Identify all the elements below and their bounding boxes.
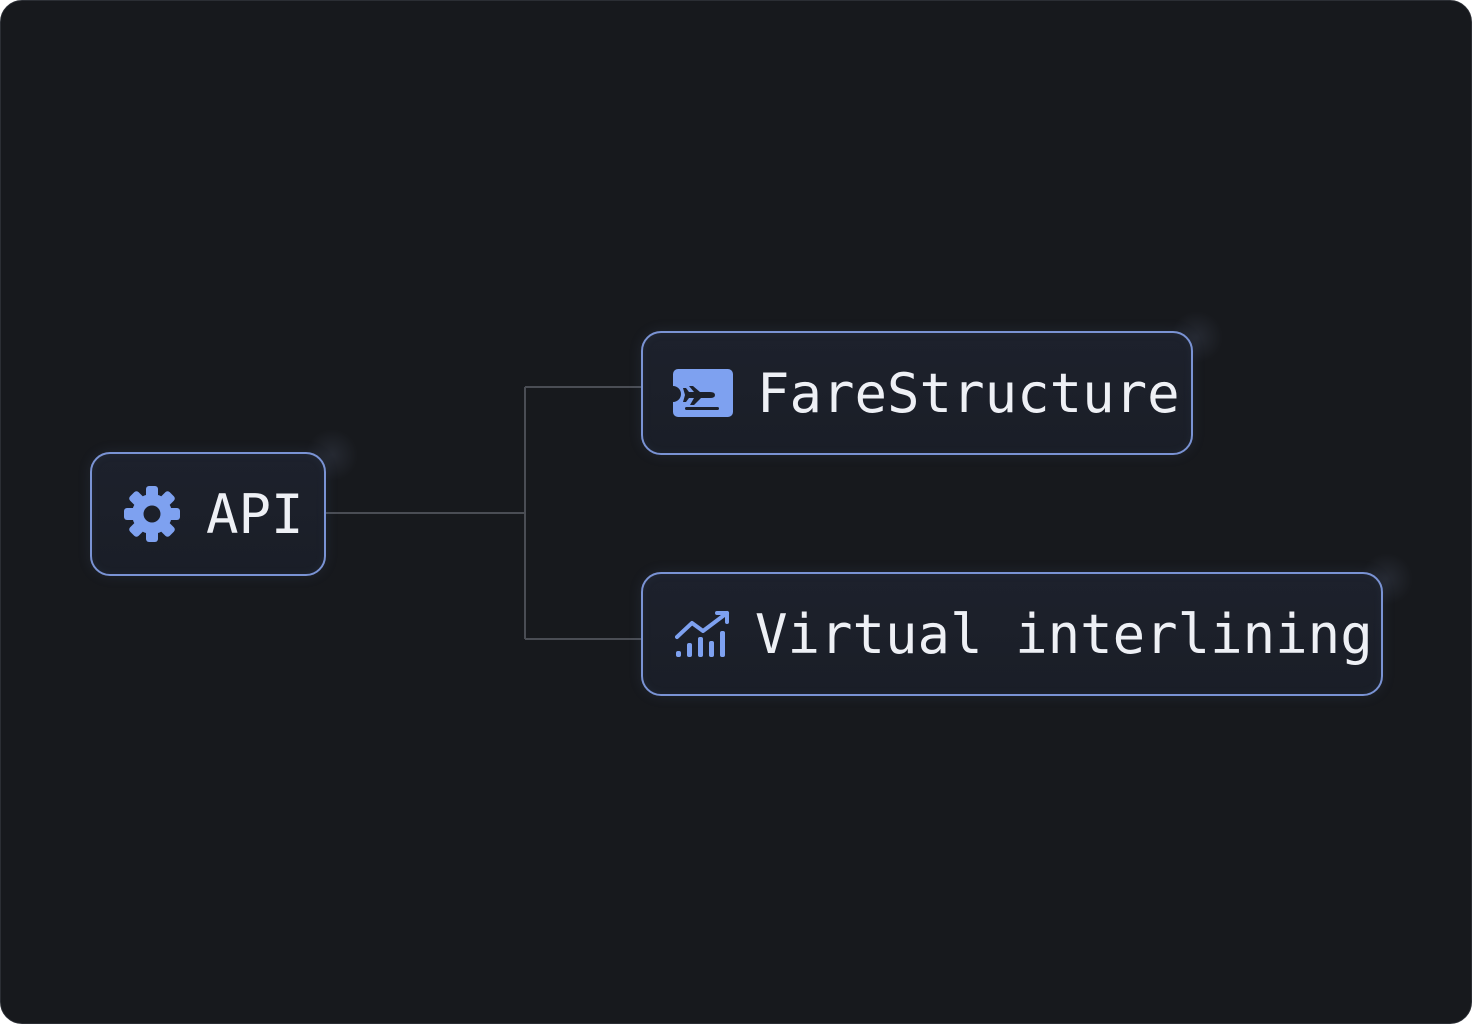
node-api[interactable]: API [90,452,326,576]
plane-ticket-icon [673,369,733,417]
gear-icon [124,486,180,542]
node-farestructure-label: FareStructure [757,361,1180,425]
node-api-label: API [206,482,304,546]
node-farestructure[interactable]: FareStructure [641,331,1193,455]
signal-chart-icon [675,611,729,657]
node-virtual-interlining[interactable]: Virtual interlining [641,572,1383,696]
node-virtual-interlining-label: Virtual interlining [755,602,1373,666]
